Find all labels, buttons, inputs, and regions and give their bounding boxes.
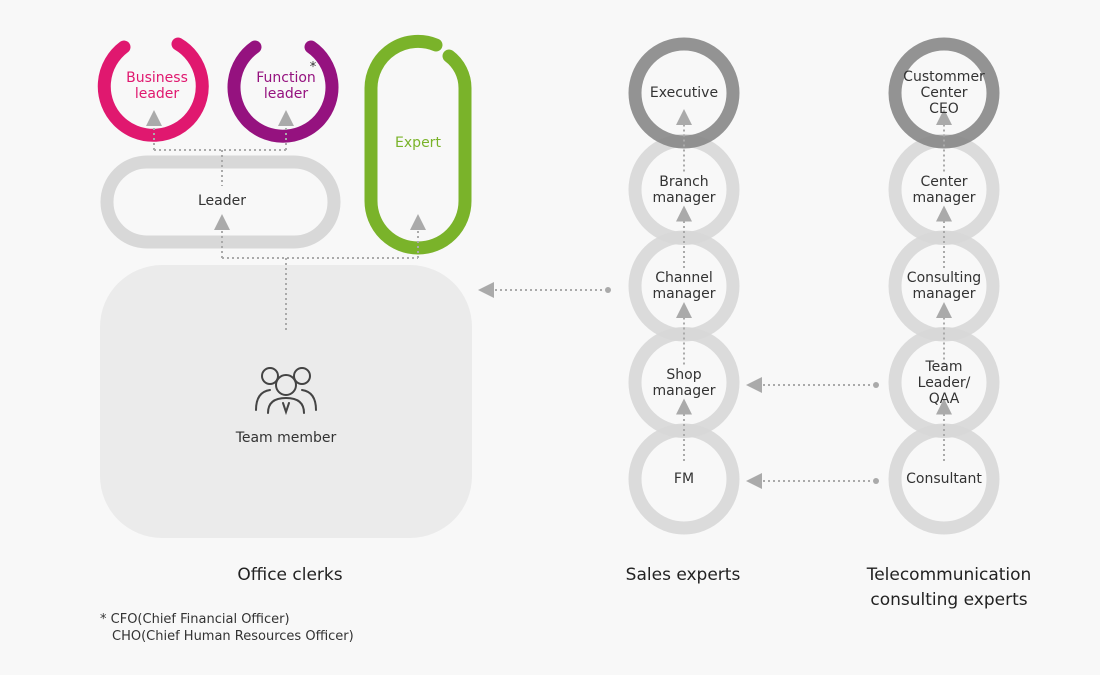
footnote-line2: CHO(Chief Human Resources Officer) — [112, 629, 354, 644]
telecom-rings — [888, 37, 1000, 535]
sales-level-label: Shop manager — [652, 366, 716, 399]
sales-level-label: Channel manager — [652, 270, 716, 302]
office-connectors — [146, 110, 426, 330]
business-leader-label: Business leader — [126, 70, 188, 102]
sales-to-office-arrow-origin-dot — [605, 287, 611, 293]
office-clerks-title: Office clerks — [237, 565, 343, 585]
team-member-label: Team member — [235, 430, 337, 446]
team-people-icon — [255, 367, 317, 416]
business-leader-ring — [97, 37, 209, 142]
telecom-to-sales-shop-arrow-origin-dot — [873, 382, 879, 388]
telecom-level-label: Consulting manager — [906, 270, 982, 302]
footnote-mark: * — [100, 612, 107, 627]
telecom-level-label: Custommer Center CEO — [903, 69, 985, 117]
expert-label: Expert — [395, 135, 441, 151]
function-leader-label: Function leader — [256, 70, 316, 102]
function-leader-asterisk: * — [309, 60, 317, 75]
telecom-level-label: Consultant — [906, 471, 982, 487]
telecom-experts-title: Telecommunication consulting experts — [866, 565, 1032, 610]
sales-level-label: Executive — [649, 85, 719, 101]
telecom-level-label: Center manager — [912, 173, 976, 206]
telecom-level-label: Team Leader/ QAA — [917, 358, 971, 407]
leader-pill — [100, 155, 341, 249]
footnote: * CFO(Chief Financial Officer) CHO(Chief… — [100, 611, 354, 645]
sales-experts-title: Sales experts — [625, 565, 741, 585]
leader-label: Leader — [197, 193, 247, 209]
sales-level-label: Branch manager — [652, 173, 716, 206]
sales-level-label: FM — [673, 471, 695, 487]
column-arrows — [478, 282, 879, 489]
sales-rings — [628, 37, 740, 535]
expert-pill — [364, 34, 472, 255]
telecom-to-sales-fm-arrow-origin-dot — [873, 478, 879, 484]
sales-ring-0 — [628, 37, 740, 149]
footnote-line1: CFO(Chief Financial Officer) — [110, 612, 290, 627]
function-leader-ring — [227, 40, 339, 143]
telecom-ring-0 — [888, 37, 1000, 149]
team-member-area — [100, 265, 472, 538]
